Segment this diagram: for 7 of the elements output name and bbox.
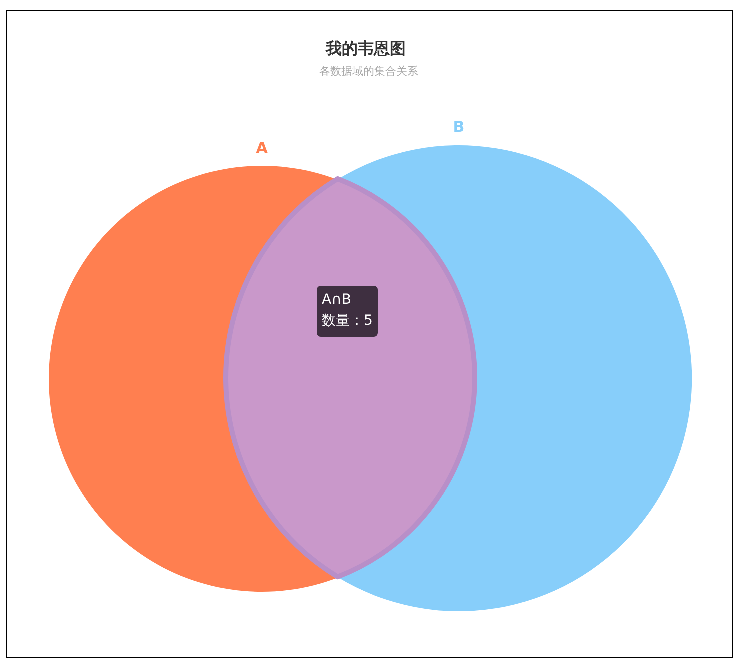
- tooltip-value: 数量：5: [322, 312, 373, 331]
- subtitle: 各数据域的集合关系: [320, 65, 418, 79]
- set-label: A: [256, 139, 268, 157]
- tooltip-title: A∩B: [322, 291, 352, 310]
- tooltip: [317, 286, 378, 337]
- set-label: B: [453, 118, 465, 136]
- chart-title: 我的韦恩图: [326, 39, 406, 59]
